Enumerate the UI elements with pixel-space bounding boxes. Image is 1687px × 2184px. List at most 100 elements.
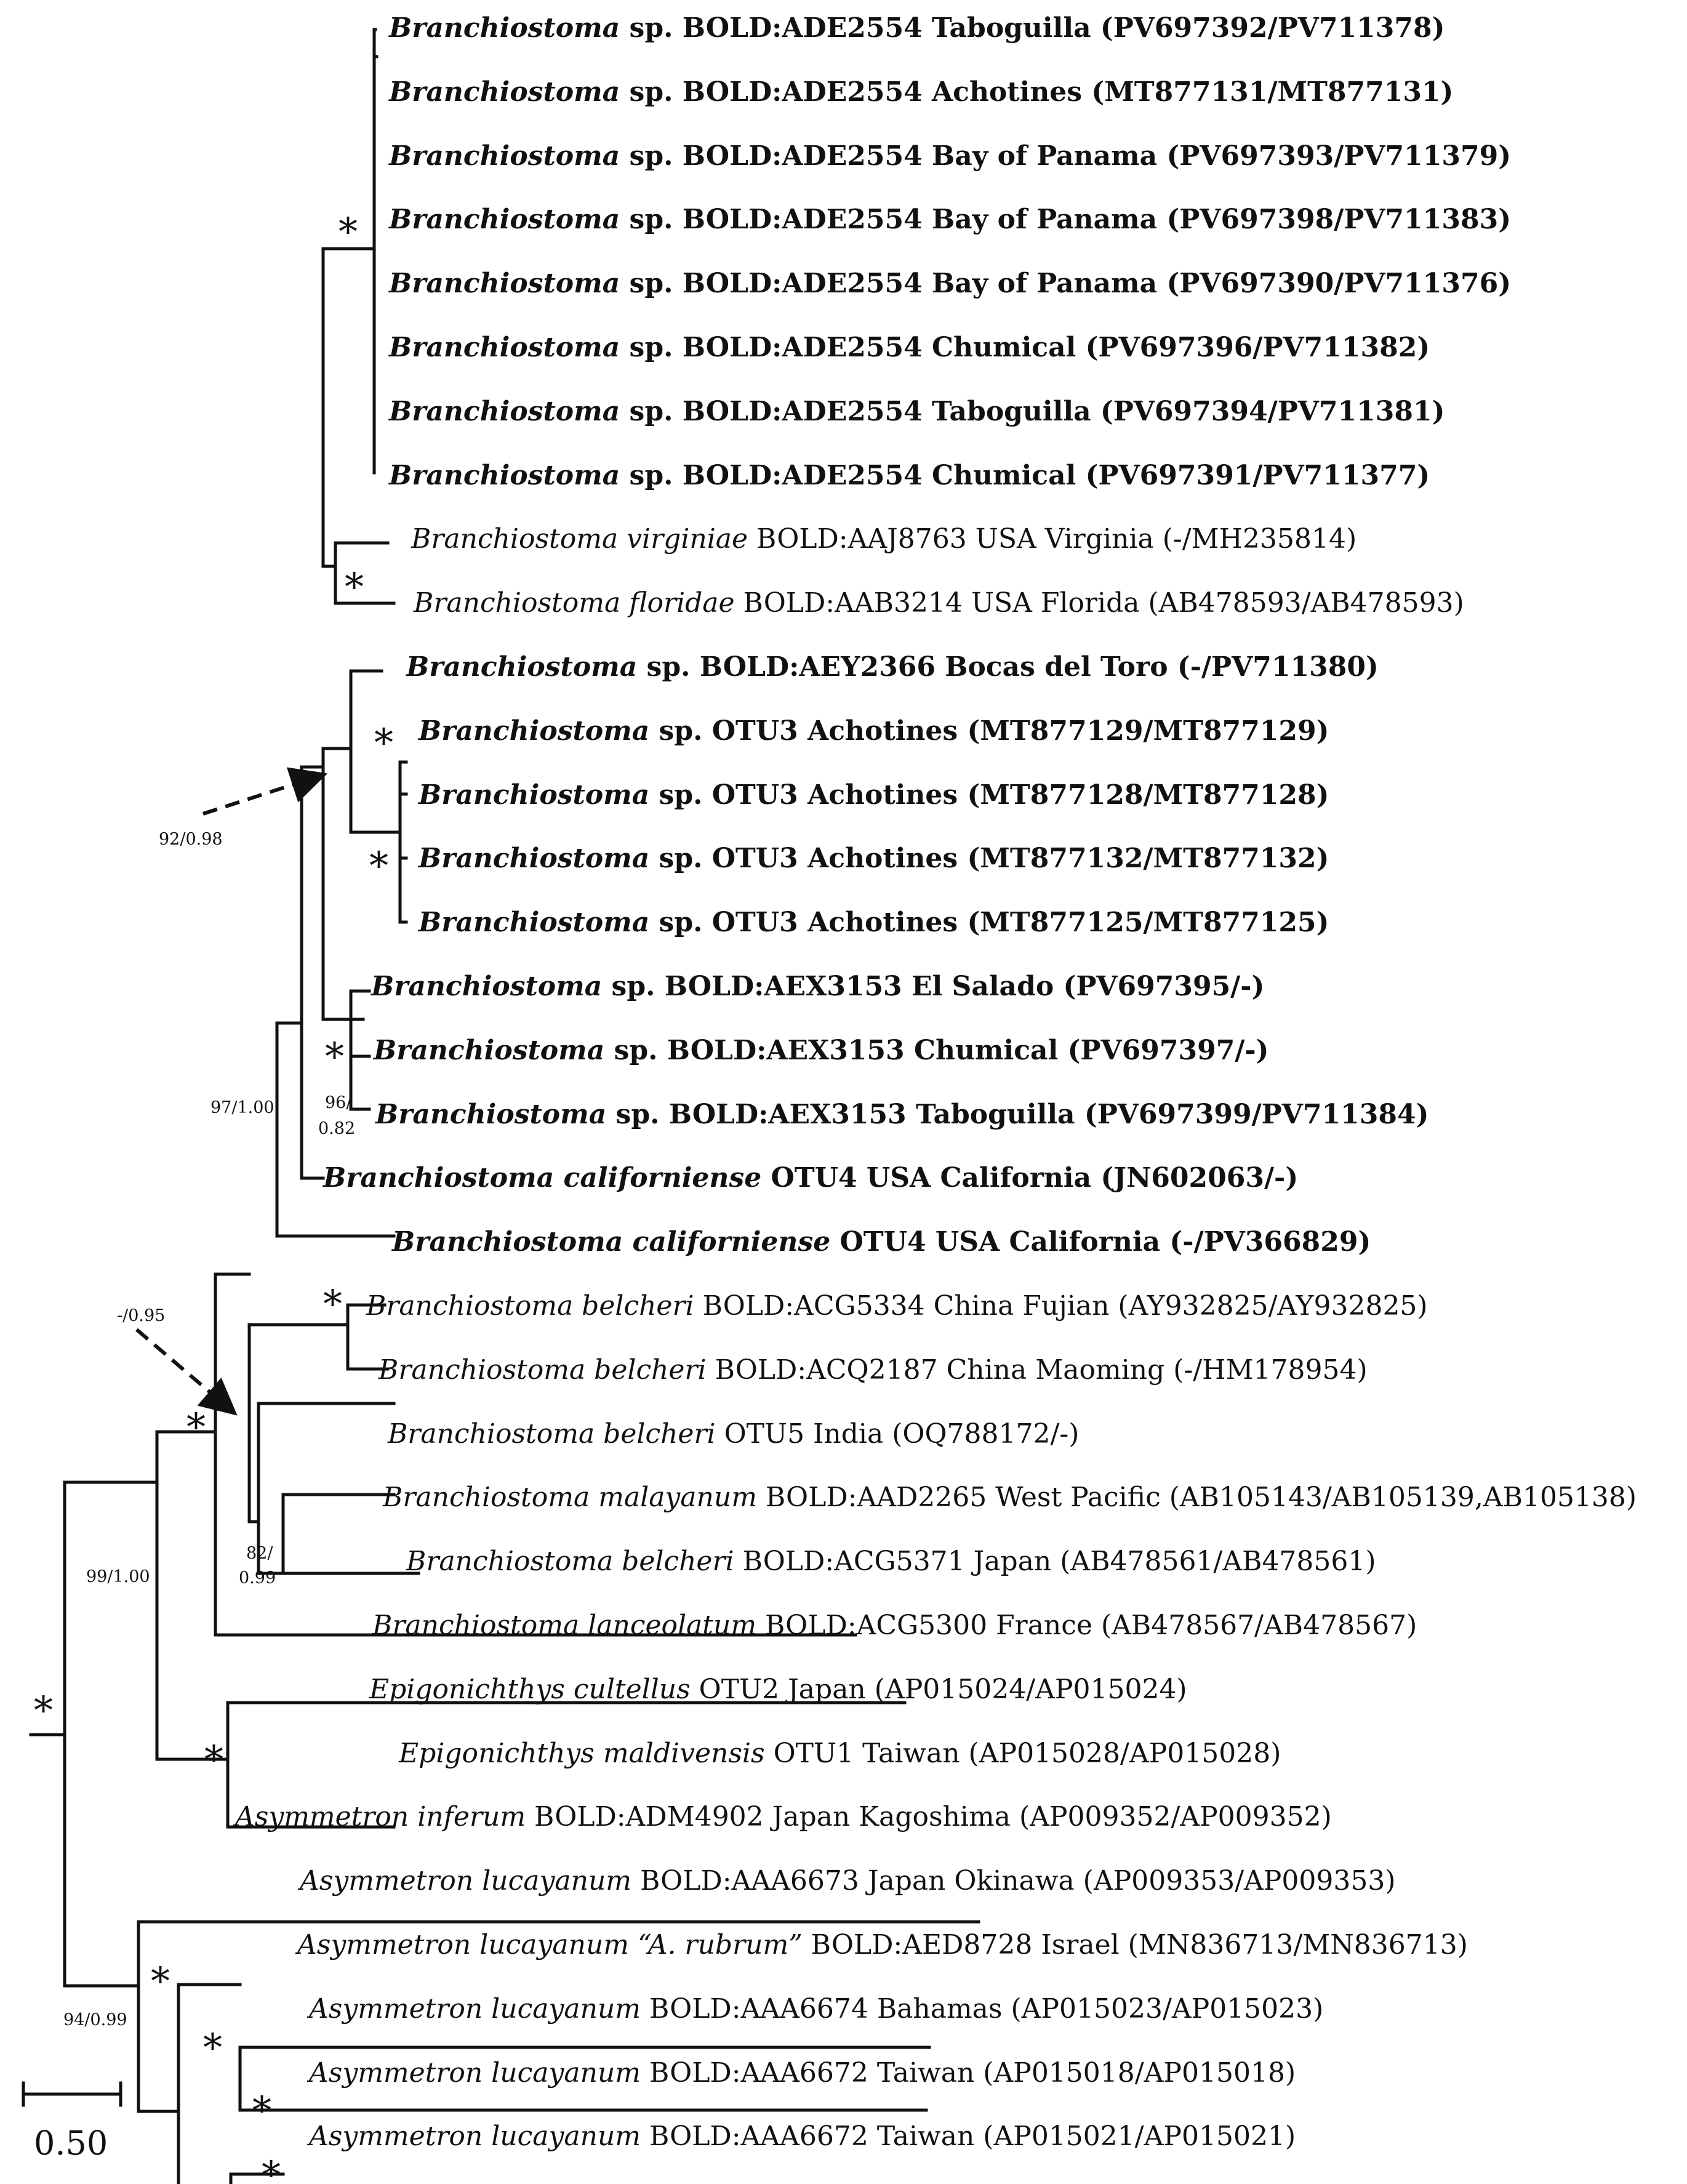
taxon-label-part: BOLD:AAB3214 USA Florida (AB478593/AB478…	[735, 587, 1464, 619]
support-value: 99/1.00	[86, 1567, 150, 1586]
support-star: *	[151, 1959, 170, 2004]
taxon-label-part: OTU5 India (OQ788172/-)	[716, 1418, 1080, 1450]
support-star: *	[186, 1405, 206, 1450]
taxon-label: Branchiostoma sp. BOLD:ADE2554 Taboguill…	[388, 396, 1445, 427]
taxon-label-part: BOLD:AAA6673 Japan Okinawa (AP009353/AP0…	[631, 1865, 1396, 1897]
taxon-label-part: sp. BOLD:ADE2554 Bay of Panama (PV697398…	[620, 204, 1511, 235]
taxon-label-part: sp. BOLD:AEX3153 El Salado (PV697395/-)	[602, 971, 1264, 1002]
taxon-label-part: OTU1 Taiwan (AP015028/AP015028)	[765, 1738, 1281, 1769]
support-star: *	[325, 1034, 344, 1079]
support-star: *	[345, 564, 364, 609]
support-value: 0.99	[239, 1568, 276, 1588]
taxon-label-part: sp. BOLD:ADE2554 Bay of Panama (PV697390…	[620, 268, 1511, 299]
support-star: *	[204, 1737, 223, 1782]
support-value: 92/0.98	[159, 830, 223, 849]
taxon-label-part: Asymmetron lucayanum	[307, 2121, 641, 2152]
taxon-label-part: sp. OTU3 Achotines (MT877125/MT877125)	[649, 907, 1329, 938]
taxon-label: Asymmetron lucayanum BOLD:AAA6672 Taiwan…	[307, 2057, 1296, 2089]
support-value: 94/0.99	[63, 2010, 127, 2029]
taxon-label: Branchiostoma sp. BOLD:AEX3153 Taboguill…	[374, 1099, 1429, 1130]
taxon-label-part: Branchiostoma californiense	[391, 1226, 830, 1258]
taxon-label-part: Branchiostoma virginiae	[411, 523, 748, 555]
taxon-label-part: BOLD:ACG5334 China Fujian (AY932825/AY93…	[694, 1290, 1428, 1322]
taxon-label-part: Branchiostoma	[417, 715, 649, 747]
taxon-label-part: Branchiostoma	[405, 651, 637, 683]
taxon-label-part: BOLD:AAJ8763 USA Virginia (-/MH235814)	[748, 523, 1356, 555]
taxon-label-part: Branchiostoma	[374, 1099, 606, 1130]
support-star: *	[34, 1688, 53, 1733]
taxon-label: Branchiostoma sp. OTU3 Achotines (MT8771…	[417, 715, 1329, 747]
taxon-label-part: sp. BOLD:ADE2554 Taboguilla (PV697392/PV…	[620, 12, 1445, 44]
taxon-label-part: Branchiostoma belcheri	[387, 1418, 716, 1450]
taxon-label: Branchiostoma californiense OTU4 USA Cal…	[391, 1226, 1371, 1258]
support-value: 82/	[246, 1544, 273, 1563]
taxon-label: Branchiostoma belcheri BOLD:ACG5334 Chin…	[366, 1290, 1428, 1322]
taxon-label-part: Branchiostoma	[417, 779, 649, 811]
taxon-label: Branchiostoma sp. BOLD:ADE2554 Achotines…	[388, 76, 1453, 108]
taxon-label-part: sp. BOLD:AEX3153 Chumical (PV697397/-)	[604, 1035, 1268, 1066]
taxon-label-part: OTU4 USA California (-/PV366829)	[830, 1226, 1371, 1258]
taxon-label-part: OTU2 Japan (AP015024/AP015024)	[691, 1674, 1187, 1705]
taxon-label-part: BOLD:AAA6672 Taiwan (AP015021/AP015021)	[641, 2121, 1296, 2152]
taxon-label-part: Branchiostoma floridae	[413, 587, 735, 619]
taxon-label-part: Asymmetron lucayanum “A. rubrum”	[295, 1929, 803, 1961]
taxon-label-part: Branchiostoma californiense	[322, 1162, 761, 1194]
taxon-label: Branchiostoma sp. OTU3 Achotines (MT8771…	[417, 907, 1329, 938]
support-star: *	[203, 2025, 222, 2070]
branch-lines	[29, 28, 980, 2184]
taxon-label: Branchiostoma sp. BOLD:ADE2554 Taboguill…	[388, 12, 1445, 44]
taxon-label-part: sp. BOLD:ADE2554 Bay of Panama (PV697393…	[620, 140, 1511, 172]
taxon-label-part: BOLD:ACG5371 Japan (AB478561/AB478561)	[734, 1546, 1376, 1577]
taxon-label: Branchiostoma belcheri BOLD:ACQ2187 Chin…	[378, 1354, 1368, 1386]
scale-bar-label: 0.50	[34, 2124, 108, 2162]
taxon-label: Branchiostoma sp. BOLD:ADE2554 Bay of Pa…	[388, 140, 1511, 172]
support-value: 0.82	[318, 1119, 355, 1138]
taxon-label: Branchiostoma lanceolatum BOLD:ACG5300 F…	[372, 1610, 1417, 1641]
callout-arrows	[135, 767, 328, 1416]
taxon-label-part: Branchiostoma malayanum	[382, 1482, 757, 1513]
taxon-label-part: Asymmetron lucayanum	[307, 1993, 641, 2025]
taxon-label: Asymmetron lucayanum BOLD:AAA6673 Japan …	[297, 1865, 1396, 1897]
support-value: -/0.95	[117, 1306, 165, 1325]
callout-arrow	[202, 767, 328, 816]
taxon-label-part: BOLD:AAA6672 Taiwan (AP015018/AP015018)	[641, 2057, 1296, 2089]
taxon-label-part: Branchiostoma belcheri	[366, 1290, 694, 1322]
callout-arrow	[135, 1328, 238, 1416]
taxon-labels: Branchiostoma sp. BOLD:ADE2554 Taboguill…	[233, 12, 1637, 2152]
taxon-label: Branchiostoma sp. BOLD:AEY2366 Bocas del…	[405, 651, 1379, 683]
taxon-label-part: Branchiostoma	[388, 140, 620, 172]
support-value: 96/	[325, 1093, 352, 1112]
taxon-label: Branchiostoma sp. BOLD:AEX3153 Chumical …	[372, 1035, 1268, 1066]
support-star: *	[339, 209, 358, 254]
taxon-label-part: Branchiostoma	[388, 396, 620, 427]
taxon-label-part: sp. OTU3 Achotines (MT877128/MT877128)	[649, 779, 1329, 811]
taxon-label-part: sp. BOLD:ADE2554 Chumical (PV697396/PV71…	[620, 332, 1430, 363]
support-star: *	[374, 720, 393, 765]
taxon-label: Branchiostoma sp. BOLD:ADE2554 Chumical …	[388, 460, 1430, 491]
taxon-label-part: Asymmetron lucayanum	[307, 2057, 641, 2089]
taxon-label: Branchiostoma sp. BOLD:ADE2554 Bay of Pa…	[388, 268, 1511, 299]
taxon-label: Asymmetron lucayanum “A. rubrum” BOLD:AE…	[295, 1929, 1468, 1961]
taxon-label-part: Epigonichthys cultellus	[369, 1674, 691, 1705]
taxon-label-part: OTU4 USA California (JN602063/-)	[761, 1162, 1298, 1194]
taxon-label: Branchiostoma californiense OTU4 USA Cal…	[322, 1162, 1298, 1194]
taxon-label-part: Branchiostoma	[417, 907, 649, 938]
support-star: *	[262, 2153, 281, 2184]
taxon-label-part: Branchiostoma	[388, 332, 620, 363]
taxon-label-part: Branchiostoma	[388, 204, 620, 235]
taxon-label-part: Branchiostoma	[370, 971, 602, 1002]
support-value: 97/1.00	[210, 1098, 274, 1117]
taxon-label: Asymmetron lucayanum BOLD:AAA6672 Taiwan…	[307, 2121, 1296, 2152]
taxon-label-part: Branchiostoma belcheri	[378, 1354, 707, 1386]
taxon-label-part: BOLD:AAD2265 West Pacific (AB105143/AB10…	[757, 1482, 1637, 1513]
support-star: *	[252, 2088, 271, 2133]
taxon-label-part: BOLD:ACQ2187 China Maoming (-/HM178954)	[707, 1354, 1368, 1386]
taxon-label-part: Branchiostoma	[388, 460, 620, 491]
taxon-label-part: Epigonichthys maldivensis	[398, 1738, 765, 1769]
taxon-label-part: Asymmetron lucayanum	[297, 1865, 631, 1897]
taxon-label-part: Branchiostoma	[388, 268, 620, 299]
taxon-label-part: BOLD:ADM4902 Japan Kagoshima (AP009352/A…	[526, 1801, 1332, 1833]
taxon-label-part: Branchiostoma	[417, 843, 649, 874]
taxon-label: Branchiostoma sp. OTU3 Achotines (MT8771…	[417, 779, 1329, 811]
taxon-label: Branchiostoma malayanum BOLD:AAD2265 Wes…	[382, 1482, 1637, 1513]
